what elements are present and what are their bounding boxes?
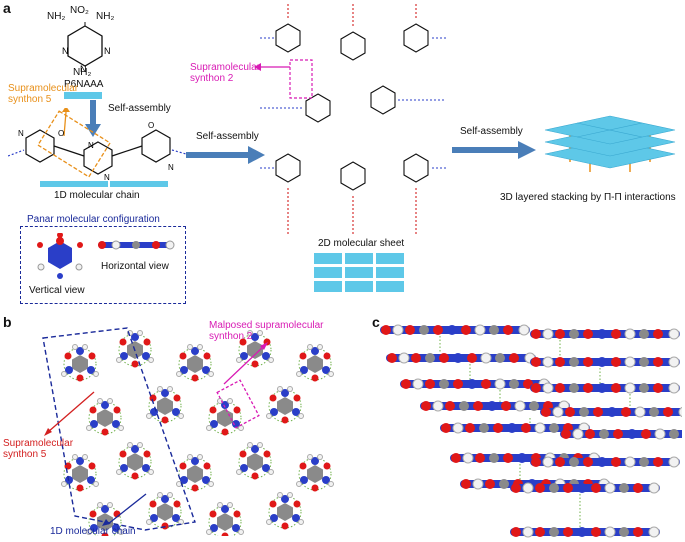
chain-block-left: [40, 181, 108, 187]
malposed-synthon-label: Malposed supramolecular synthon 2: [209, 320, 324, 342]
chain-block-right: [110, 181, 168, 187]
synthon5-label-b: Supramolecular synthon 5: [3, 438, 74, 460]
panel-letter-a: a: [3, 0, 11, 16]
p6naaa-label: P6NAAA: [64, 79, 104, 90]
panel-b-structure: [42, 327, 334, 536]
2d-sheet-blocks: [314, 253, 404, 292]
panel-c-structure: [380, 324, 682, 538]
nh2-group-label-right: NH₂: [96, 11, 115, 22]
panel-letter-b: b: [3, 314, 12, 330]
svg-text:N: N: [62, 46, 69, 56]
svg-text:O: O: [148, 121, 154, 130]
svg-text:N: N: [104, 46, 111, 56]
svg-text:N: N: [80, 64, 87, 72]
1d-chain-label-b: 1D molecular chain: [50, 526, 136, 537]
synthon5-arrow-b: [44, 391, 95, 436]
horizontal-view-molecule: [98, 240, 175, 250]
svg-text:O: O: [58, 129, 64, 138]
svg-text:N: N: [88, 141, 94, 150]
p6naaa-structure: N N N: [62, 22, 111, 72]
self-assembly-label-3: Self-assembly: [460, 126, 523, 137]
svg-text:N: N: [18, 129, 24, 138]
3d-stack-label: 3D layered stacking by Π-Π interactions: [500, 192, 676, 203]
malposed-arrow: [223, 342, 268, 385]
3d-stack-structure: [544, 115, 676, 172]
nh2-group-label: NH₂: [47, 11, 66, 22]
vertical-view-molecule: [37, 233, 83, 279]
synthon2-label-a: Supramolecular synthon 2: [190, 62, 261, 84]
synthon2-arrow: [254, 63, 290, 71]
synthon5-label-a: Supramolecular synthon 5: [8, 83, 79, 105]
self-assembly-arrow-right-1: [186, 146, 265, 164]
no2-group-label: NO₂: [70, 5, 89, 16]
svg-text:N: N: [104, 173, 110, 182]
2d-sheet-structure: [260, 4, 446, 234]
self-assembly-arrow-down: [85, 100, 101, 137]
planar-block-small: [64, 92, 102, 99]
chain-arrow-b: [102, 493, 147, 526]
self-assembly-label-2: Self-assembly: [196, 131, 259, 142]
config-box-title: Panar molecular configuration: [27, 214, 160, 225]
svg-text:N: N: [168, 163, 174, 172]
1d-chain-structure: N O N N O N: [8, 108, 193, 182]
self-assembly-label-1: Self-assembly: [108, 103, 171, 114]
self-assembly-arrow-right-2: [452, 141, 536, 159]
vertical-view-label: Vertical view: [29, 285, 85, 296]
config-box: Horizontal view Vertical view: [20, 226, 186, 304]
nh2-bottom-label: NH₂: [73, 67, 92, 78]
panel-letter-c: c: [372, 314, 380, 330]
2d-sheet-label: 2D molecular sheet: [318, 238, 405, 249]
1d-chain-label: 1D molecular chain: [54, 190, 140, 201]
horizontal-view-label: Horizontal view: [101, 261, 169, 272]
